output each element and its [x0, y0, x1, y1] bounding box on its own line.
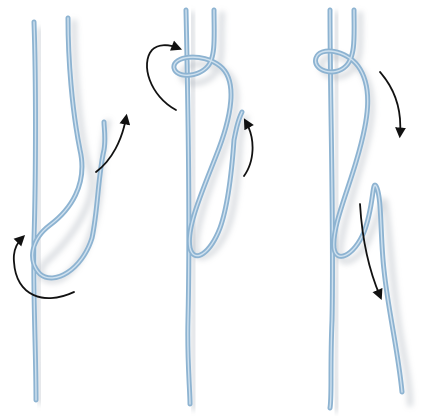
step-3-panel: [316, 10, 410, 410]
step-1-panel: [14, 18, 126, 402]
step-3-arrow-down-top: [380, 72, 400, 134]
step-2-arrow-up: [244, 122, 253, 176]
step-2-panel: [147, 10, 253, 408]
step-2-arrow-over-top: [147, 45, 178, 110]
